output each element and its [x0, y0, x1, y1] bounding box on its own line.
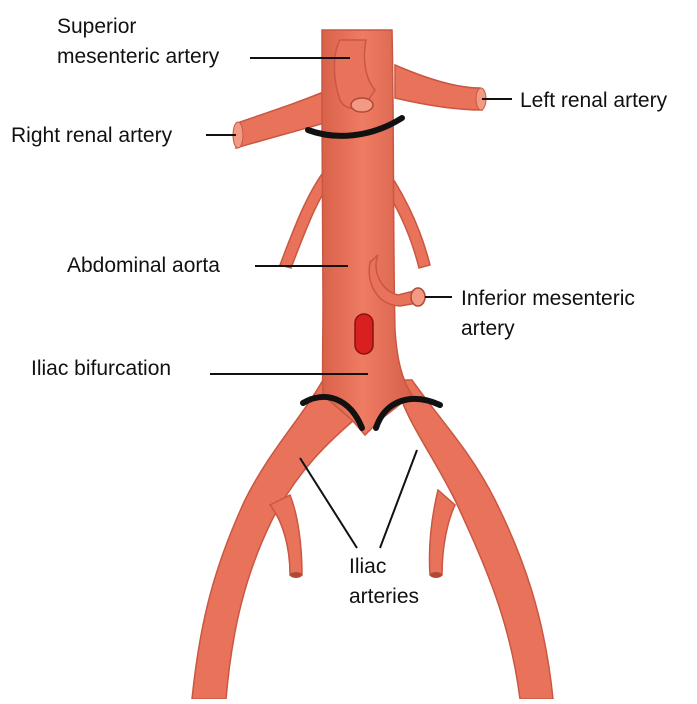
right-renal-artery-shape	[236, 90, 328, 148]
label-inferior-line1: Inferior mesenteric	[461, 284, 635, 314]
leader-iliac-left	[300, 458, 357, 548]
right-internal-iliac-end	[430, 572, 442, 578]
right-iliac-artery	[395, 380, 553, 699]
right-internal-iliac-branch	[429, 490, 455, 575]
label-abdominal-aorta: Abdominal aorta	[67, 251, 220, 281]
label-left-renal-artery: Left renal artery	[520, 86, 667, 116]
label-superior-mesenteric-artery: Superior mesenteric artery	[57, 12, 219, 72]
label-right-renal-artery: Right renal artery	[11, 121, 172, 151]
label-iliac-bifurcation: Iliac bifurcation	[31, 354, 171, 384]
label-iliac-line2: arteries	[349, 582, 419, 612]
left-internal-iliac-end	[290, 572, 302, 578]
left-internal-iliac-branch	[270, 495, 302, 575]
label-inferior-mesenteric-artery: Inferior mesenteric artery	[461, 284, 635, 344]
inferior-mesenteric-opening	[411, 288, 425, 306]
aneurysm-marker	[355, 314, 373, 354]
label-iliac-line1: Iliac	[349, 552, 419, 582]
label-superior-line2: mesenteric artery	[57, 42, 219, 72]
leader-iliac-right	[380, 450, 417, 548]
left-iliac-artery	[192, 380, 360, 699]
label-superior-line1: Superior	[57, 12, 219, 42]
left-renal-artery-shape	[395, 65, 482, 110]
label-inferior-line2: artery	[461, 314, 635, 344]
superior-mesenteric-opening	[351, 98, 373, 112]
label-iliac-arteries: Iliac arteries	[349, 552, 419, 612]
